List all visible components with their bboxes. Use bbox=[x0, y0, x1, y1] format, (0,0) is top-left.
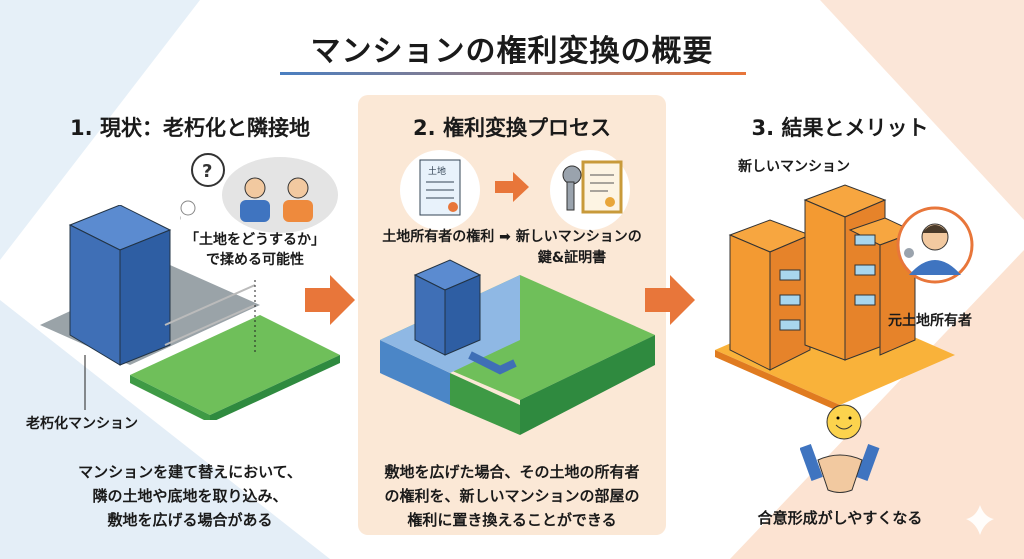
old-building-and-land-illustration bbox=[40, 205, 340, 420]
step2-description-line: 権利に置き換えることができる bbox=[407, 511, 617, 529]
old-building-label: 老朽化マンション bbox=[26, 416, 138, 432]
key-and-certificate-icon bbox=[550, 150, 630, 230]
caption-line-1: 土地所有者の権利 ➡ 新しいマンションの bbox=[382, 229, 642, 245]
page-title: マンションの権利変換の概要 bbox=[310, 34, 714, 69]
step3-heading: 3. 結果とメリット bbox=[751, 116, 929, 140]
doc-text: 土地 bbox=[428, 165, 446, 177]
quote-line-1: 「土地をどうするか」 bbox=[185, 232, 325, 248]
owner-label: 元土地所有者 bbox=[888, 313, 972, 329]
step1-description-line: 敷地を広げる場合がある bbox=[107, 511, 273, 529]
handshake-icon bbox=[800, 404, 880, 493]
step1-heading: 1. 現状：老朽化と隣接地 bbox=[70, 116, 310, 140]
owner-avatar bbox=[896, 206, 974, 284]
step2-heading: 2. 権利変換プロセス bbox=[413, 116, 611, 140]
step2-description-line: の権利を、新しいマンションの部屋の bbox=[384, 487, 640, 505]
caption-line-2: 鍵&証明書 bbox=[537, 250, 607, 266]
step1-description-line: 隣の土地や底地を取り込み、 bbox=[92, 487, 288, 505]
step2-caption: 土地所有者の権利 ➡ 新しいマンションの 鍵&証明書 bbox=[358, 227, 666, 269]
step3-description: 合意形成がしやすくなる bbox=[757, 509, 923, 527]
rights-exchange-land-illustration bbox=[380, 259, 655, 435]
step1-description: マンションを建て替えにおいて、 隣の土地や底地を取り込み、 敷地を広げる場合があ… bbox=[30, 460, 350, 532]
arrow-right-icon bbox=[305, 275, 355, 325]
quote-line-2: で揉める可能性 bbox=[206, 252, 304, 268]
arrow-right-icon bbox=[495, 172, 529, 202]
dispute-cloud-illustration: ? bbox=[180, 153, 338, 233]
title-underline bbox=[280, 72, 746, 75]
land-document-icon: 土地 bbox=[400, 150, 480, 230]
arrow-right-icon bbox=[645, 275, 695, 325]
step1-description-line: マンションを建て替えにおいて、 bbox=[78, 463, 302, 481]
step2-description: 敷地を広げた場合、その土地の所有者 の権利を、新しいマンションの部屋の 権利に置… bbox=[358, 460, 666, 532]
svg-text:?: ? bbox=[202, 161, 212, 182]
new-building-illustration bbox=[715, 184, 955, 410]
dispute-quote: 「土地をどうするか」 で揉める可能性 bbox=[180, 230, 330, 270]
step2-description-line: 敷地を広げた場合、その土地の所有者 bbox=[384, 463, 640, 481]
new-building-label: 新しいマンション bbox=[738, 159, 850, 175]
